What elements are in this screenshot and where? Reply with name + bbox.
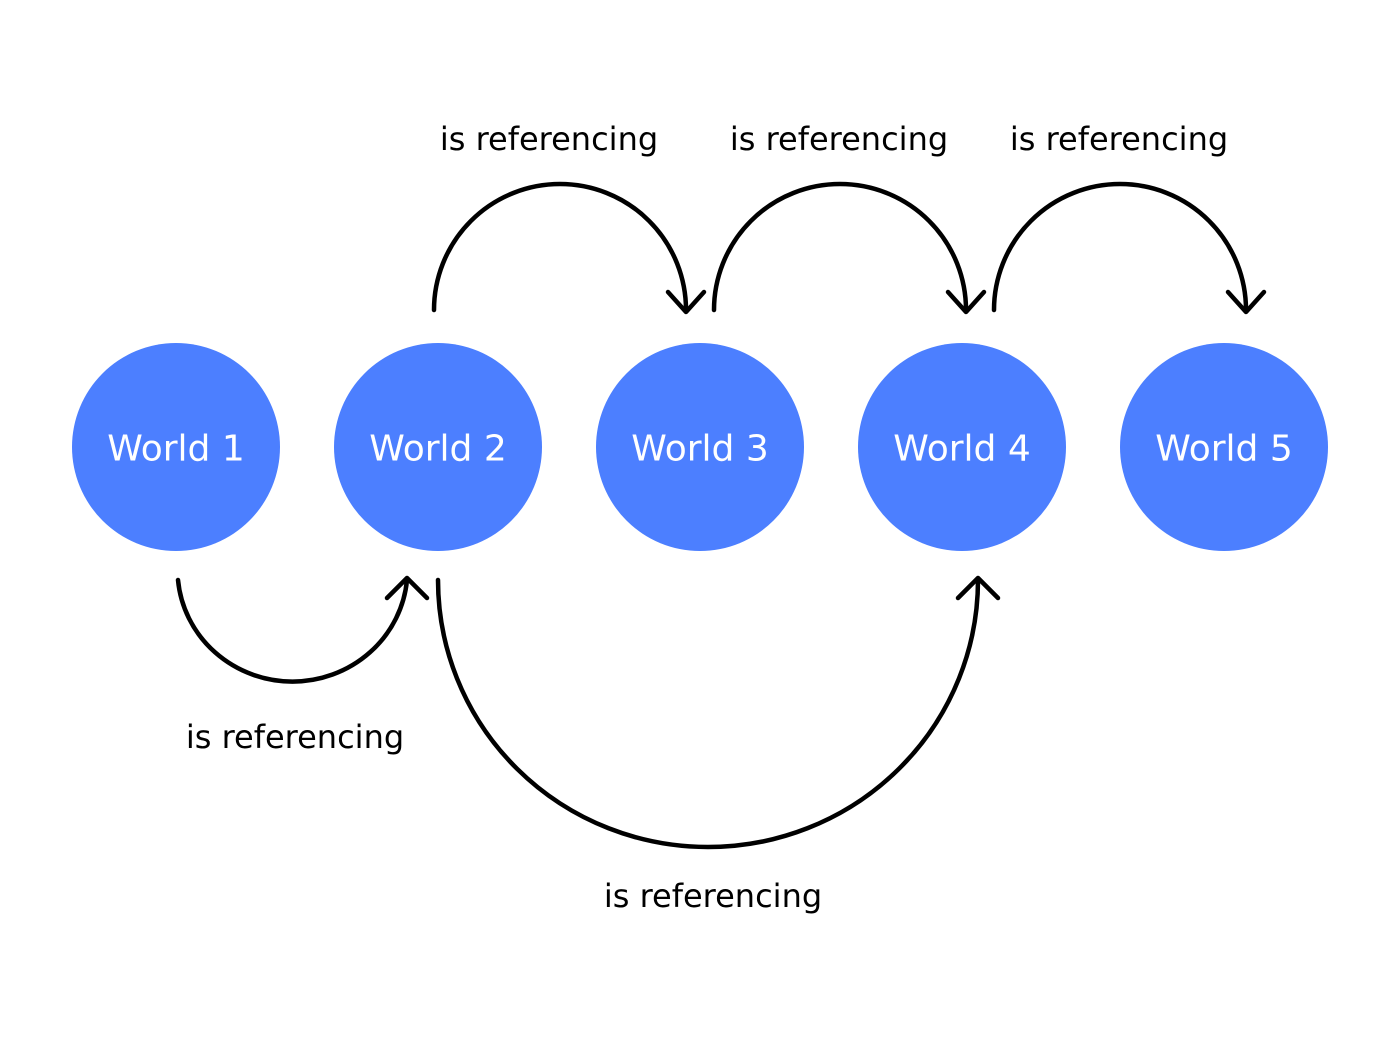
arc-world4-to-world5 bbox=[991, 181, 1249, 313]
arc-world1-to-world2 bbox=[175, 577, 410, 684]
edge-label-world2-to-world4: is referencing bbox=[604, 877, 822, 915]
node-world-5: World 5 bbox=[1120, 343, 1328, 551]
edge-world4-to-world5: is referencing bbox=[991, 120, 1267, 315]
node-world-3: World 3 bbox=[596, 343, 804, 551]
edge-label-world1-to-world2: is referencing bbox=[186, 718, 404, 756]
edge-world2-to-world4: is referencing bbox=[435, 575, 1001, 915]
arc-world2-to-world3 bbox=[431, 181, 689, 313]
arrowhead-world3 bbox=[665, 289, 707, 315]
arrowhead-world4-bottom bbox=[955, 575, 1001, 601]
edge-world2-to-world3: is referencing bbox=[431, 120, 707, 315]
node-world-1: World 1 bbox=[72, 343, 280, 551]
world-2-label: World 2 bbox=[369, 429, 507, 470]
node-world-2: World 2 bbox=[334, 343, 542, 551]
world-4-circle bbox=[858, 343, 1066, 551]
arrowhead-world4-top bbox=[945, 289, 987, 315]
world-1-circle bbox=[72, 343, 280, 551]
world-2-circle bbox=[334, 343, 542, 551]
world-3-circle bbox=[596, 343, 804, 551]
arrowhead-world2 bbox=[384, 575, 430, 601]
edge-world3-to-world4: is referencing bbox=[711, 120, 987, 315]
world-1-label: World 1 bbox=[107, 429, 245, 470]
edge-world1-to-world2: is referencing bbox=[175, 575, 430, 756]
world-4-label: World 4 bbox=[893, 429, 1031, 470]
edge-label-world4-to-world5: is referencing bbox=[1010, 120, 1228, 158]
arc-world2-to-world4 bbox=[435, 577, 981, 850]
arrowhead-world5 bbox=[1225, 289, 1267, 315]
edge-label-world3-to-world4: is referencing bbox=[730, 120, 948, 158]
arc-world3-to-world4 bbox=[711, 181, 969, 313]
world-5-label: World 5 bbox=[1155, 429, 1293, 470]
world-3-label: World 3 bbox=[631, 429, 769, 470]
node-world-4: World 4 bbox=[858, 343, 1066, 551]
world-5-circle bbox=[1120, 343, 1328, 551]
edge-label-world2-to-world3: is referencing bbox=[440, 120, 658, 158]
